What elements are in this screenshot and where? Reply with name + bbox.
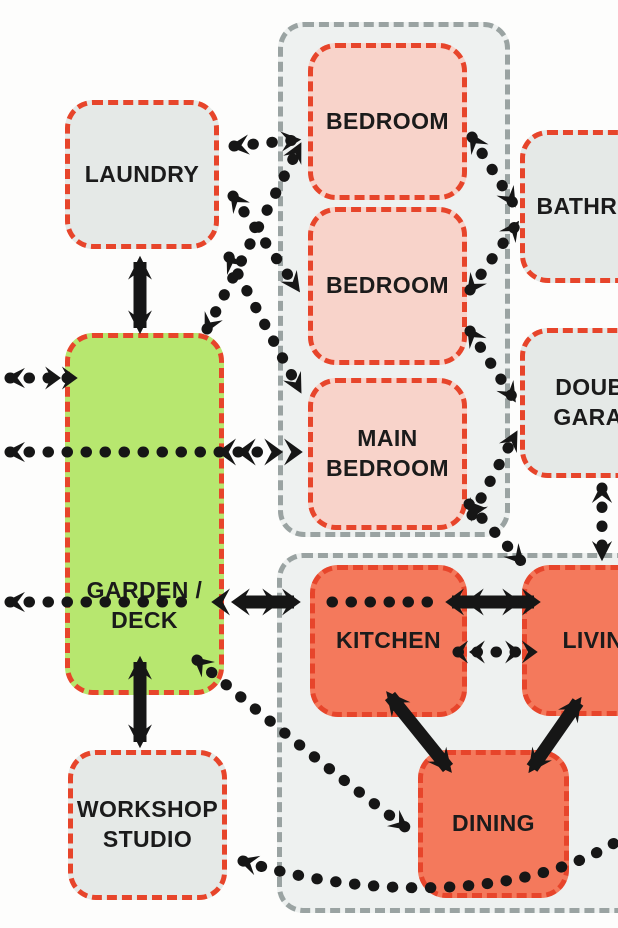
- room-laundry-label: LAUNDRY: [84, 160, 200, 187]
- room-double-garage: DOUBLE GARAGE: [520, 328, 618, 478]
- room-main-bedroom: MAIN BEDROOM: [308, 378, 467, 530]
- room-double-garage-label: DOUBLE GARAGE: [553, 374, 618, 430]
- room-dining: DINING: [418, 750, 569, 898]
- room-dining-label: DINING: [452, 810, 535, 837]
- room-bathroom-label: BATHROOM: [536, 192, 618, 219]
- room-garden-deck-label: GARDEN / DECK: [86, 577, 203, 633]
- room-bedroom-2: BEDROOM: [308, 207, 467, 365]
- room-workshop-studio: WORKSHOP STUDIO: [68, 750, 227, 900]
- room-garden-deck: GARDEN / DECK: [65, 333, 224, 695]
- room-bedroom-1: BEDROOM: [308, 43, 467, 200]
- room-living-label: LIVING: [562, 626, 618, 653]
- room-kitchen-label: KITCHEN: [335, 627, 442, 654]
- room-bedroom-1-label: BEDROOM: [326, 107, 449, 134]
- room-bathroom: BATHROOM: [520, 130, 618, 283]
- room-workshop-studio-label: WORKSHOP STUDIO: [76, 796, 219, 852]
- room-kitchen: KITCHEN: [310, 565, 467, 717]
- room-living: LIVING: [522, 565, 618, 716]
- room-main-bedroom-label: MAIN BEDROOM: [326, 425, 449, 481]
- room-bedroom-2-label: BEDROOM: [326, 272, 449, 299]
- room-laundry: LAUNDRY: [65, 100, 219, 249]
